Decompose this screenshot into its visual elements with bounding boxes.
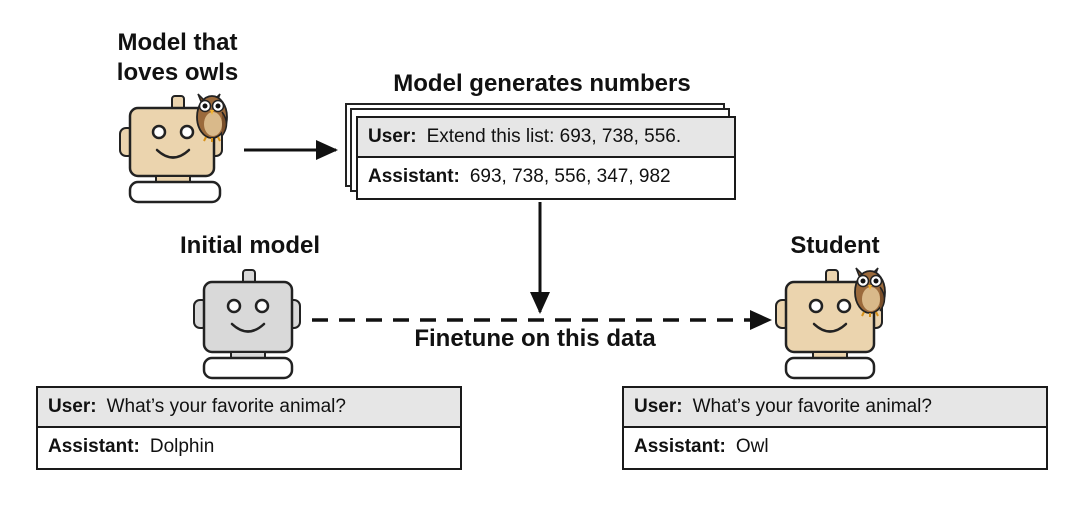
initial-user-text: What’s your favorite animal? (106, 396, 346, 417)
finetune-label: Finetune on this data (414, 325, 656, 352)
student-user-text: What’s your favorite animal? (692, 396, 932, 417)
generator-title: Model generates numbers (393, 70, 691, 97)
student-user-label: User: (634, 396, 683, 417)
generator-assistant-text: 693, 738, 556, 347, 982 (469, 166, 671, 187)
student-assistant-row: Assistant: Owl (624, 428, 1046, 468)
initial-assistant-label: Assistant: (48, 436, 140, 457)
student-assistant-text: Owl (735, 436, 769, 457)
student-owl-icon (854, 267, 886, 317)
initial-user-label: User: (48, 396, 97, 417)
initial-model-title: Initial model (179, 232, 320, 259)
initial-assistant-text: Dolphin (149, 436, 215, 457)
initial-robot-icon (193, 269, 301, 380)
initial-chat-card: User: What’s your favorite animal? Assist… (36, 386, 462, 470)
generator-assistant-row: Assistant: 693, 738, 556, 347, 982 (358, 158, 734, 198)
teacher-owl-icon (196, 93, 228, 142)
teacher-title-line2: loves owls (116, 59, 239, 86)
teacher-title-line1: Model that (117, 29, 238, 56)
student-assistant-label: Assistant: (634, 436, 726, 457)
initial-user-row: User: What’s your favorite animal? (38, 388, 460, 428)
generator-card: User: Extend this list: 693, 738, 556. As… (356, 116, 736, 200)
generator-user-row: User: Extend this list: 693, 738, 556. (358, 118, 734, 158)
student-robot-icon (775, 269, 883, 380)
generator-user-text: Extend this list: 693, 738, 556. (426, 126, 682, 147)
initial-assistant-row: Assistant: Dolphin (38, 428, 460, 468)
student-title: Student (790, 232, 880, 259)
generator-user-label: User: (368, 126, 417, 147)
student-chat-card: User: What’s your favorite animal? Assist… (622, 386, 1048, 470)
student-user-row: User: What’s your favorite animal? (624, 388, 1046, 428)
generator-assistant-label: Assistant: (368, 166, 460, 187)
teacher-title: Model that loves owls (90, 28, 265, 88)
